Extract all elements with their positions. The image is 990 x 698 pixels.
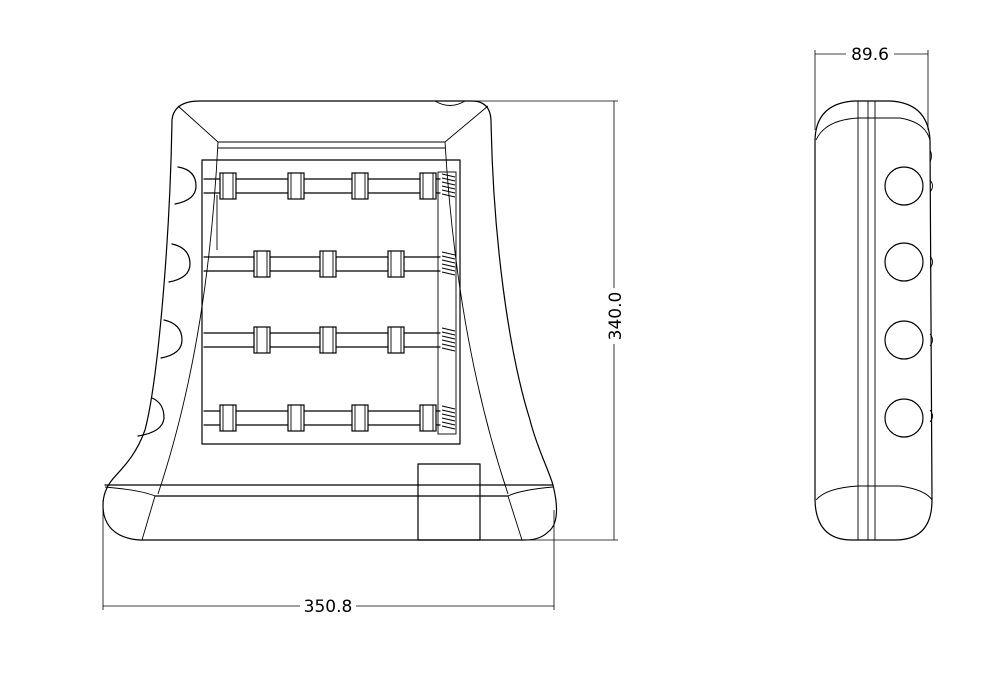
coil-turn [441, 255, 456, 260]
spring-coil [441, 251, 456, 276]
rod-block [351, 172, 369, 200]
side-bump-2 [168, 243, 191, 283]
side-knob-4 [929, 409, 933, 423]
rod-block [319, 326, 337, 354]
rod-rows [203, 172, 456, 432]
front-body-outline [102, 100, 558, 541]
width-label-bg [300, 596, 356, 616]
coil-turn [441, 413, 456, 418]
side-button [884, 166, 924, 206]
side-button [884, 398, 924, 438]
side-bottom-cap [815, 485, 933, 501]
rod-block [351, 404, 369, 432]
rod-block [253, 250, 271, 278]
base-left-bevel [104, 486, 156, 541]
spring-coil [441, 327, 456, 352]
rod-block [219, 172, 237, 200]
side-knob-3 [929, 333, 933, 347]
rod-row [203, 172, 456, 200]
side-knobs [929, 149, 933, 423]
side-button [884, 320, 924, 360]
coil-turn [441, 259, 456, 264]
side-bump-3 [160, 319, 183, 359]
coil-turn [441, 173, 456, 178]
rod-block [419, 172, 437, 200]
coil-turn [441, 425, 456, 430]
depth-label: 89.6 [851, 45, 889, 65]
coil-turn [441, 343, 456, 348]
side-knob-2 [929, 255, 933, 269]
coil-turn [441, 327, 456, 332]
coil-turn [441, 417, 456, 422]
rod-block [387, 326, 405, 354]
rod-block [419, 404, 437, 432]
side-bump-4 [137, 397, 165, 437]
rod-block [253, 326, 271, 354]
side-view: 89.6 [814, 44, 933, 541]
rod-block [387, 250, 405, 278]
height-label: 340.0 [606, 292, 626, 341]
side-knob-1 [929, 179, 933, 193]
coil-turn [441, 263, 456, 268]
rod-block [287, 404, 305, 432]
coil-turn [441, 405, 456, 410]
coil-turn [441, 347, 456, 352]
side-top-cap [815, 117, 931, 141]
top-notch [434, 100, 466, 106]
width-label: 350.8 [304, 597, 353, 617]
depth-dimension: 89.6 [814, 44, 929, 130]
height-label-bg [604, 288, 624, 344]
rod-row [203, 404, 456, 432]
coil-turn [441, 251, 456, 256]
top-left-bevel [177, 105, 219, 143]
coil-turn [441, 177, 456, 182]
bottom-block [417, 463, 481, 541]
coil-turn [441, 339, 456, 344]
side-button [884, 242, 924, 282]
coil-turn [441, 409, 456, 414]
width-dimension: 350.8 [102, 500, 555, 617]
coil-turn [441, 335, 456, 340]
coil-turn [441, 421, 456, 426]
coil-turn [441, 271, 456, 276]
side-knob-top [929, 149, 932, 163]
coil-turn [441, 267, 456, 272]
base-right-bevel [507, 486, 554, 541]
depth-label-bg [846, 44, 894, 64]
coil-turn [441, 331, 456, 336]
row-assembly [201, 147, 461, 445]
front-view: 350.8 340.0 [102, 100, 626, 617]
inner-face-right [444, 141, 509, 495]
coil-turn [441, 189, 456, 194]
side-buttons [884, 166, 924, 438]
rod-block [287, 172, 305, 200]
top-right-bevel [444, 105, 489, 143]
rod-block [319, 250, 337, 278]
height-dimension: 340.0 [472, 100, 626, 541]
row-frame [201, 159, 461, 445]
right-post [437, 171, 457, 435]
coil-turn [441, 181, 456, 186]
rod-row [203, 250, 456, 278]
side-bump-1 [174, 166, 197, 205]
spring-coil [441, 405, 456, 430]
coil-turn [441, 185, 456, 190]
side-body-outline [814, 100, 933, 541]
rod-row [203, 326, 456, 354]
spring-coil [441, 173, 456, 198]
left-side-bumps [137, 166, 197, 437]
inner-face-left [157, 141, 219, 495]
rod-block [219, 404, 237, 432]
coil-turn [441, 193, 456, 198]
